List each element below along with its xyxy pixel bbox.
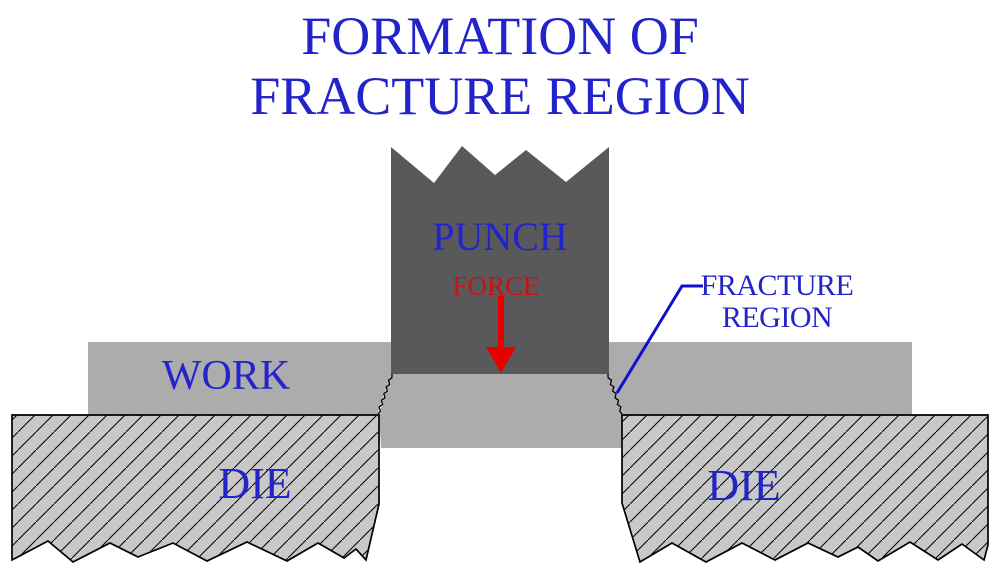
- page-title: FORMATION OF FRACTURE REGION: [0, 6, 1000, 126]
- fracture-leader-line: [615, 284, 703, 394]
- fracture-region-label-line-1: FRACTURE: [700, 269, 854, 302]
- fracture-line-right: [607, 373, 623, 415]
- title-line-1: FORMATION OF: [301, 6, 699, 66]
- title-line-2: FRACTURE REGION: [250, 66, 750, 126]
- work-piece-right: [609, 342, 912, 415]
- die-left-block: [11, 414, 380, 564]
- force-arrow-head: [486, 347, 516, 373]
- fracture-region-label: FRACTURE REGION: [701, 270, 854, 334]
- fracture-line-left: [377, 373, 393, 415]
- die-right-block: [621, 414, 989, 564]
- slug: [379, 374, 622, 448]
- die-left-label: DIE: [218, 459, 292, 508]
- die-right-label: DIE: [707, 461, 781, 510]
- work-piece-left: [88, 342, 391, 415]
- work-label: WORK: [161, 353, 291, 399]
- fracture-region-label-line-2: REGION: [721, 301, 833, 334]
- force-label: FORCE: [452, 271, 540, 301]
- punch-label: PUNCH: [432, 214, 568, 259]
- punch-body: [391, 146, 609, 374]
